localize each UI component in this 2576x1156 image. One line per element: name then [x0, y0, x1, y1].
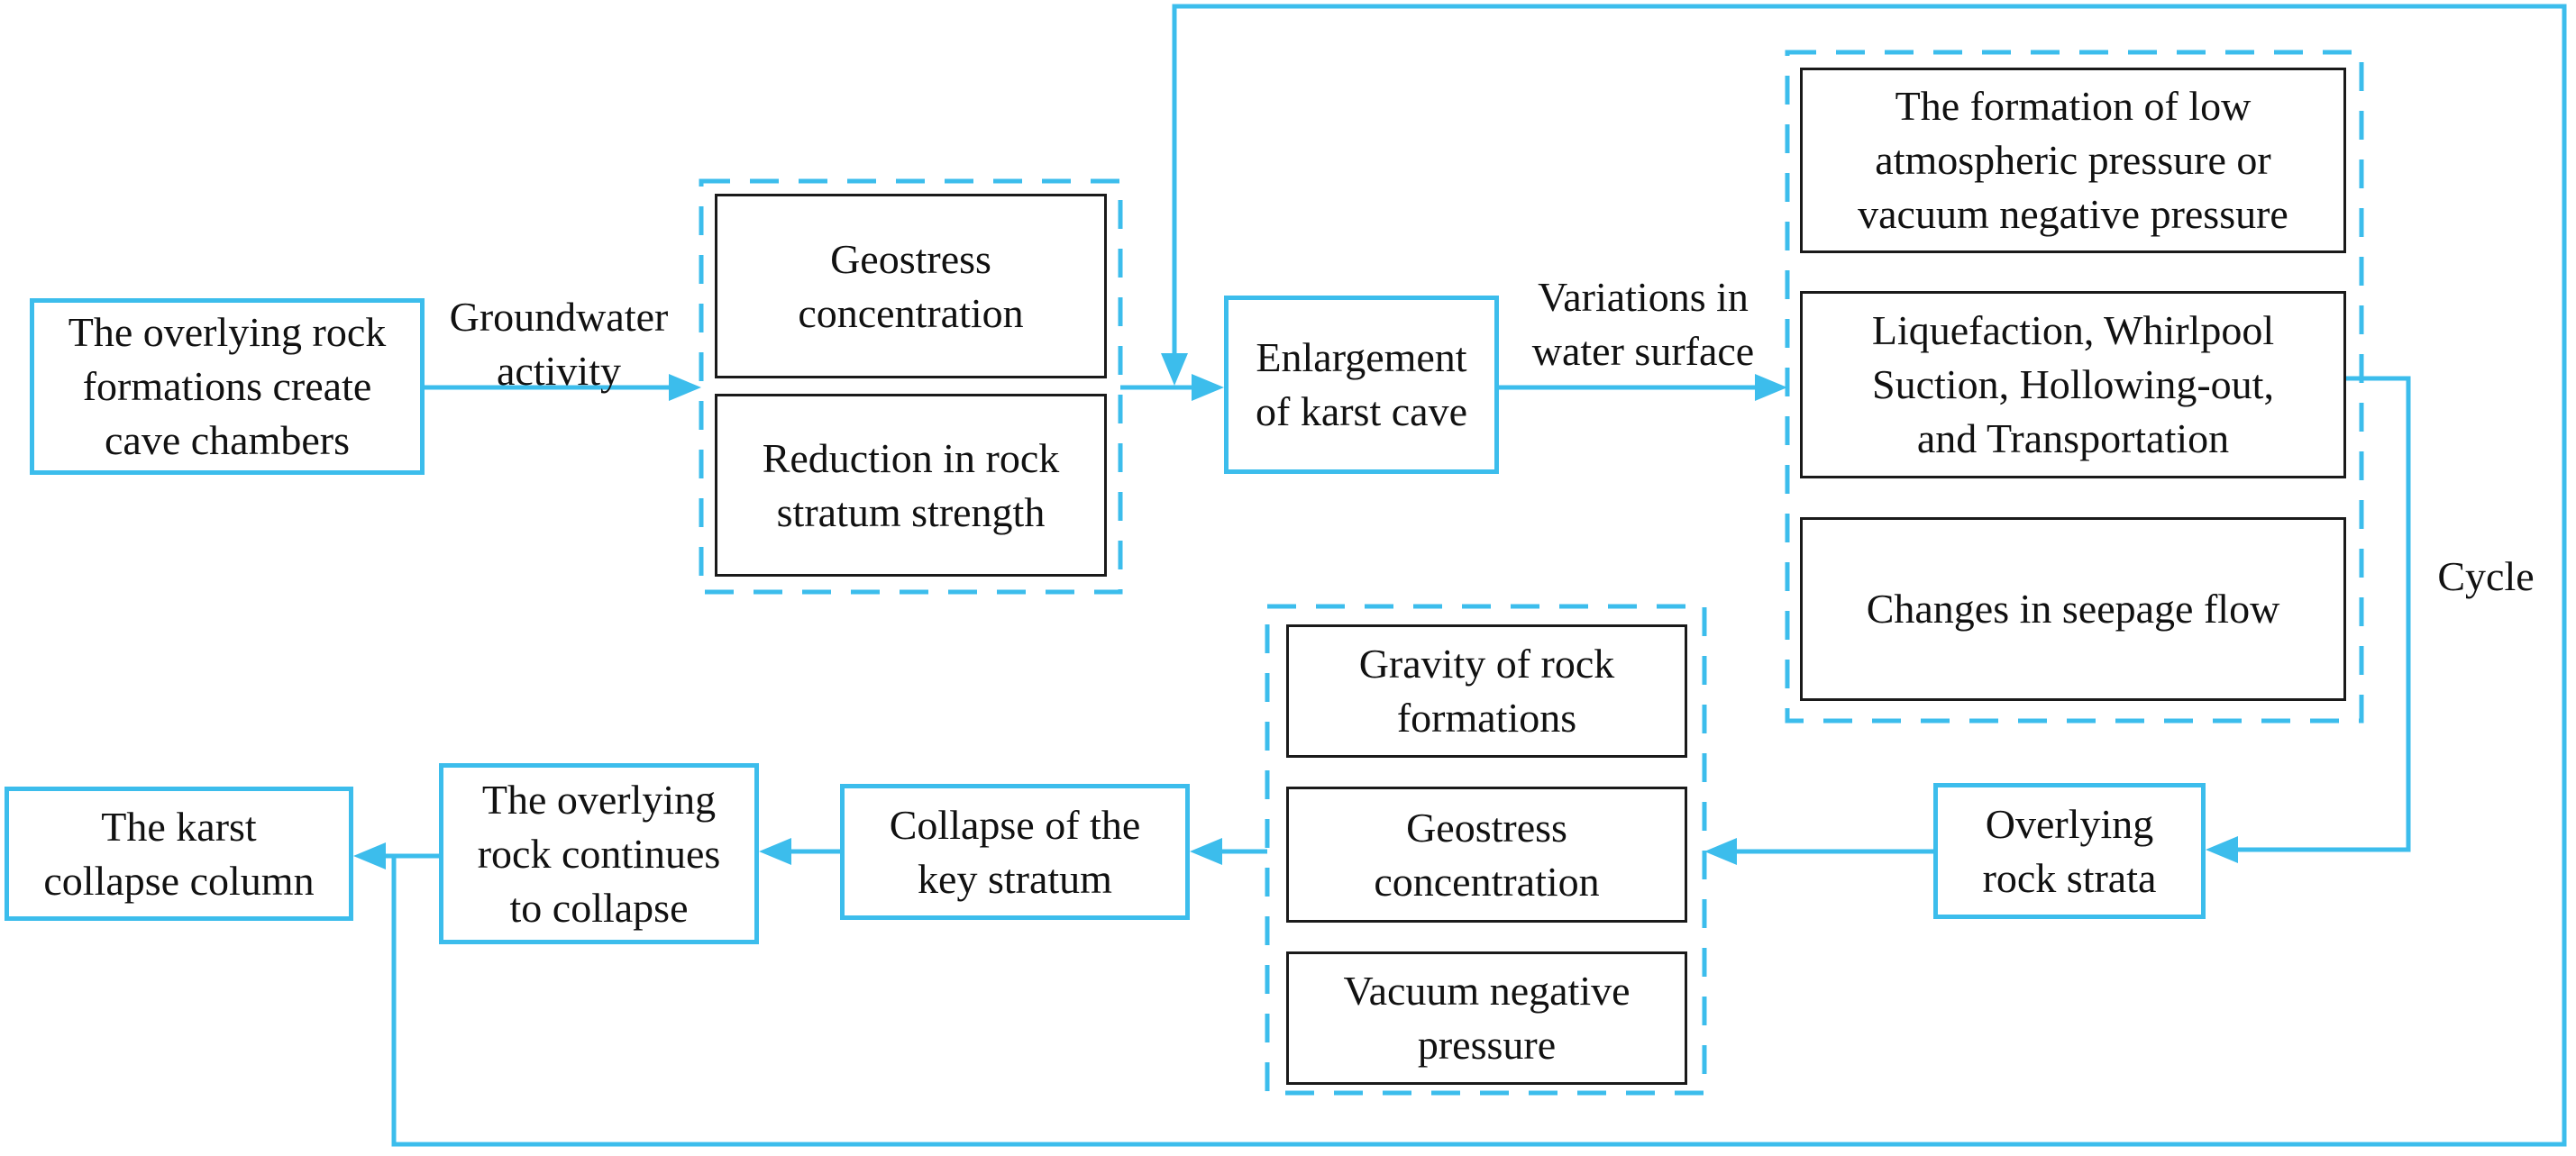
node-karst-column: The karst collapse column [5, 787, 353, 921]
node-cave-chambers: The overlying rock formations create cav… [30, 298, 425, 475]
edge-label-groundwater: Groundwater activity [449, 294, 669, 394]
arrowhead-continues-to-column [353, 842, 386, 869]
node-reduction-strength: Reduction in rock stratum strength [715, 394, 1107, 577]
node-gravity: Gravity of rock formations [1286, 624, 1687, 758]
edge-outer-cycle-loop [391, 4, 2567, 1147]
node-continues-collapse: The overlying rock continues to collapse [439, 763, 759, 944]
arrowhead-forces-to-keystratum [1190, 838, 1222, 865]
node-overlying-strata: Overlying rock strata [1933, 783, 2206, 919]
node-seepage: Changes in seepage flow [1800, 517, 2346, 701]
node-geostress-concentration-1: Geostress concentration [715, 194, 1107, 378]
arrowhead-keystratum-to-continues [759, 838, 791, 865]
arrowhead-enlargement-to-processes [1755, 374, 1787, 401]
arrowhead-stress-to-enlargement [1192, 374, 1224, 401]
dashed-group-stress-reduction [699, 178, 1123, 595]
edge-label-variations: Variations in water surface [1531, 274, 1755, 374]
node-vacuum-pressure: Vacuum negative pressure [1286, 951, 1687, 1085]
arrowhead-chambers-to-stress [669, 374, 701, 401]
dashed-group-collapse-forces [1265, 604, 1707, 1096]
node-geostress-concentration-2: Geostress concentration [1286, 787, 1687, 923]
node-liquefaction: Liquefaction, Whirlpool Suction, Hollowi… [1800, 291, 2346, 478]
arrowhead-outer-cycle-loop [1161, 353, 1188, 386]
arrowhead-strata-to-forces [1704, 838, 1737, 865]
edge-processes-to-strata [2238, 376, 2411, 852]
node-low-pressure: The formation of low atmospheric pressur… [1800, 68, 2346, 253]
dashed-group-cave-processes [1785, 50, 2364, 724]
node-enlargement: Enlargement of karst cave [1224, 296, 1499, 474]
arrowhead-processes-to-strata [2206, 836, 2238, 863]
edge-label-cycle: Cycle [2437, 553, 2535, 599]
node-key-stratum: Collapse of the key stratum [840, 784, 1190, 920]
